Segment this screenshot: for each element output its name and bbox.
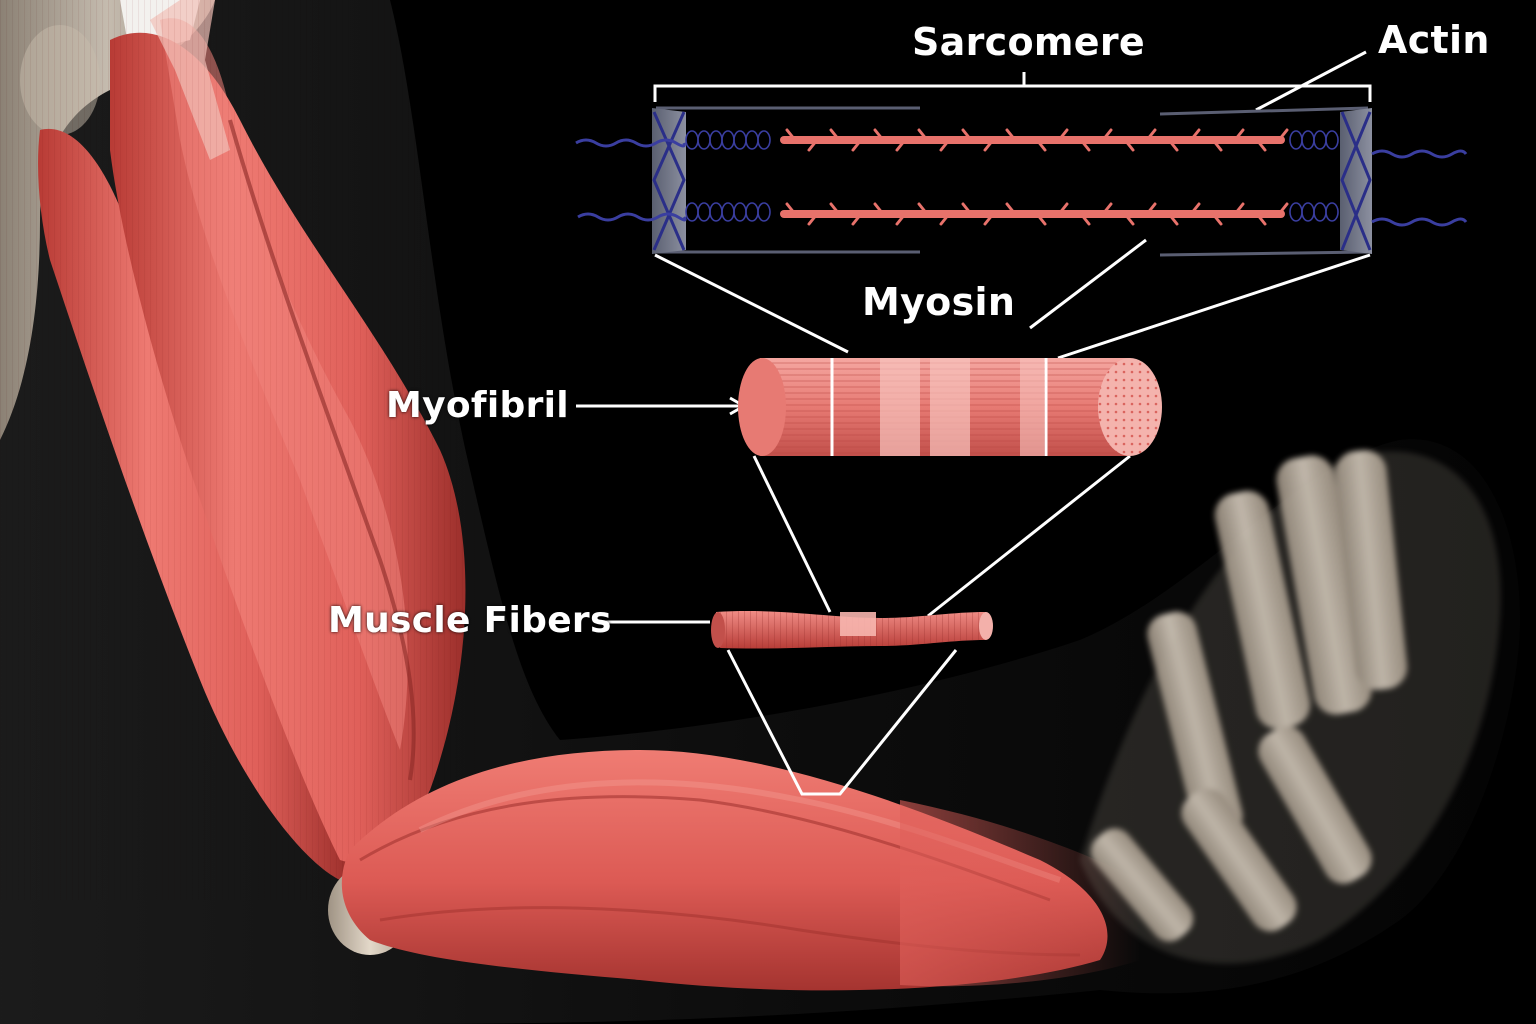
- myosin-head: [1277, 202, 1289, 216]
- upper-arm-muscles: [0, 0, 480, 900]
- myosin-head: [1255, 138, 1267, 152]
- myosin-head: [1101, 128, 1113, 142]
- titin-coils: [685, 130, 1339, 222]
- myosin-head: [829, 128, 841, 142]
- myofibril-label: Myofibril: [386, 385, 569, 426]
- zoom-lines-lower: [726, 649, 958, 796]
- myosin-head: [785, 202, 797, 216]
- callout-lines: [576, 50, 1372, 796]
- myosin-head: [961, 202, 973, 216]
- myosin-head: [1189, 128, 1201, 142]
- myosin-heads: [785, 128, 1289, 226]
- myosin-pointer-line: [1029, 238, 1147, 330]
- sarcomere-label: Sarcomere: [912, 20, 1145, 64]
- myosin-head: [1145, 128, 1157, 142]
- myosin-head: [983, 138, 995, 152]
- myosin-head: [807, 138, 819, 152]
- myosin-head: [939, 212, 951, 226]
- zoom-line-right-mid: [927, 454, 1131, 618]
- myosin-head: [1211, 138, 1223, 152]
- myosin-filament-lower: [780, 210, 1285, 218]
- myosin-head: [829, 202, 841, 216]
- myosin-head: [851, 138, 863, 152]
- actin-pointer-line: [1255, 50, 1367, 112]
- myosin-head: [1079, 138, 1091, 152]
- myosin-head: [851, 212, 863, 226]
- zoom-line-right-upper: [1057, 253, 1371, 360]
- myosin-head: [917, 128, 929, 142]
- myosin-head: [1167, 138, 1179, 152]
- zoom-line-left-mid: [752, 455, 832, 613]
- myosin-head: [1123, 212, 1135, 226]
- myosin-head: [1145, 202, 1157, 216]
- myosin-head: [1057, 128, 1069, 142]
- myosin-head: [1035, 138, 1047, 152]
- sarcomere-diagram: [575, 106, 1468, 257]
- myosin-head: [1189, 202, 1201, 216]
- myosin-filament-upper: [780, 136, 1285, 144]
- z-disc-left: [652, 108, 686, 254]
- myosin-head: [873, 128, 885, 142]
- myosin-head: [895, 138, 907, 152]
- zoom-line-left-upper: [654, 253, 849, 354]
- myosin-head: [961, 128, 973, 142]
- myosin-head: [873, 202, 885, 216]
- myosin-head: [917, 202, 929, 216]
- myofibril-cylinder: [738, 358, 1162, 456]
- myosin-head: [1005, 202, 1017, 216]
- myosin-head: [939, 138, 951, 152]
- muscle-fiber-bundle: [711, 611, 993, 649]
- actin-label: Actin: [1378, 18, 1490, 62]
- myosin-head: [1079, 212, 1091, 226]
- muscle-fibers-label: Muscle Fibers: [328, 600, 612, 641]
- titin-strands: [575, 138, 1468, 227]
- forearm-muscles: [341, 750, 1140, 991]
- myosin-head: [807, 212, 819, 226]
- myosin-head: [1167, 212, 1179, 226]
- myosin-head: [1233, 128, 1245, 142]
- myosin-head: [1101, 202, 1113, 216]
- myosin-head: [1123, 138, 1135, 152]
- myosin-head: [785, 128, 797, 142]
- myosin-head: [1211, 212, 1223, 226]
- sarcomere-bracket: [653, 84, 1372, 102]
- myosin-head: [895, 212, 907, 226]
- myosin-head: [1233, 202, 1245, 216]
- myosin-label: Myosin: [862, 280, 1016, 324]
- myosin-head: [1005, 128, 1017, 142]
- myosin-head: [1035, 212, 1047, 226]
- myosin-head: [983, 212, 995, 226]
- myosin-head: [1057, 202, 1069, 216]
- myosin-head: [1277, 128, 1289, 142]
- myosin-head: [1255, 212, 1267, 226]
- hand-bones: [1080, 450, 1501, 964]
- z-disc-right: [1340, 108, 1372, 254]
